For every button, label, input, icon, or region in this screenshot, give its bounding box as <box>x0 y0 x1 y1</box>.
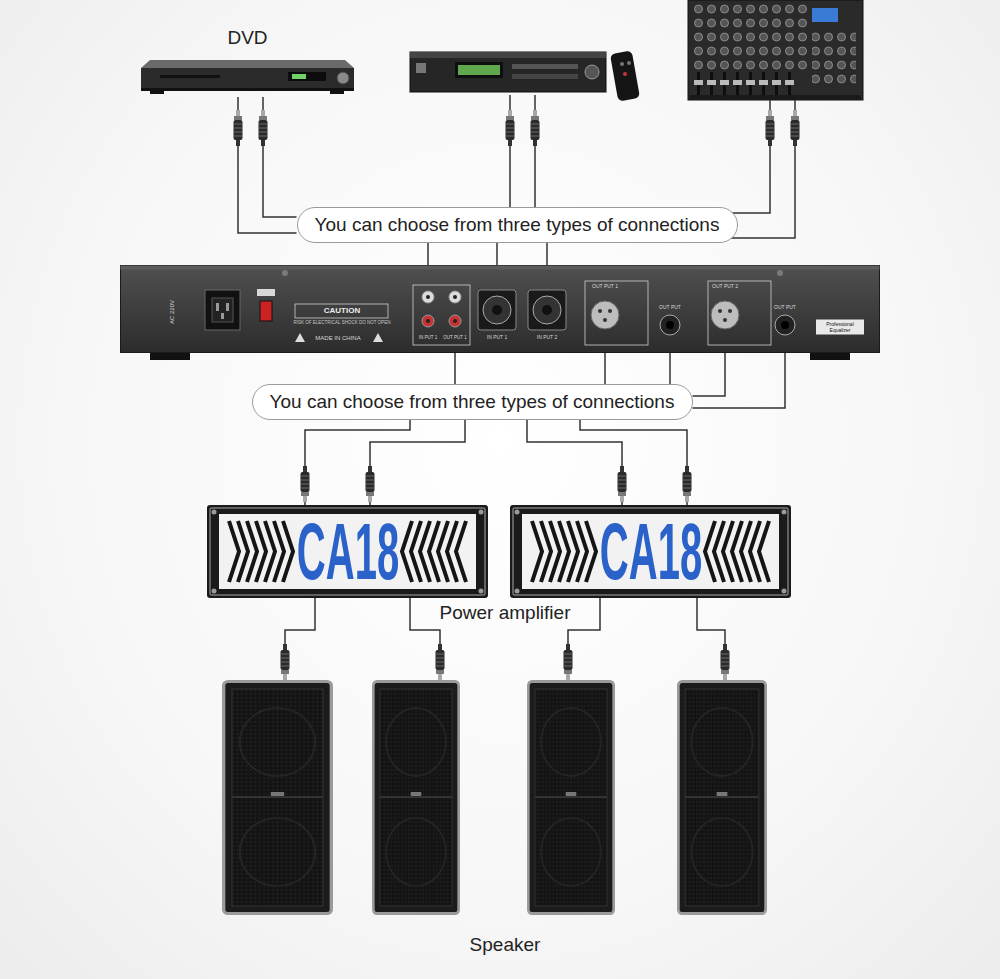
karaoke-processor <box>410 52 606 92</box>
device-label: DVD <box>136 25 359 49</box>
remote-control <box>610 50 640 101</box>
warning-text: RISK OF ELECTRICAL SHOCK DO NOT OPEN <box>294 321 391 326</box>
jack-label: IN PUT 1 <box>487 335 507 341</box>
caution-label: CAUTION <box>324 307 360 316</box>
group-caption: Power amplifier <box>440 602 571 624</box>
jack-label: OUT PUT 1 <box>592 284 618 290</box>
remote-control <box>620 62 624 66</box>
signal-cable <box>285 598 725 680</box>
karaoke-processor <box>585 65 599 79</box>
dvd-player <box>292 74 306 79</box>
group-caption: Speaker <box>470 934 541 956</box>
rca-plug <box>259 110 268 146</box>
power-amplifier: CA18 <box>510 505 791 598</box>
rca-plug <box>531 110 540 146</box>
rca-plug <box>506 110 515 146</box>
dvd-player <box>141 60 354 94</box>
equalizer-feet <box>810 352 850 360</box>
jack-label: OUT PUT <box>659 305 681 311</box>
rca-plug <box>564 644 573 680</box>
dvd-player <box>150 91 164 94</box>
rca-plug <box>721 644 730 680</box>
audio-mixer <box>812 30 856 86</box>
dvd-player <box>160 75 220 78</box>
model-badge: Professional Equalizer <box>816 320 864 335</box>
rca-plug <box>791 110 800 146</box>
karaoke-processor <box>410 52 606 92</box>
karaoke-processor <box>458 65 500 75</box>
callout-text: You can choose from three types of conne… <box>253 385 692 418</box>
rca-plug <box>618 466 627 502</box>
remote-control <box>627 61 631 65</box>
karaoke-processor <box>512 74 578 79</box>
callout-pill: You can choose from three types of conne… <box>252 384 693 420</box>
signal-cable <box>510 95 535 215</box>
audio-mixer <box>692 72 796 96</box>
signal-cable <box>428 243 547 265</box>
dvd-player <box>330 91 344 94</box>
remote-control <box>623 72 627 76</box>
dvd-player <box>141 88 354 91</box>
rca-plug <box>436 644 445 680</box>
speaker-cabinet <box>224 682 332 914</box>
rca-plug <box>683 466 692 502</box>
audio-mixer <box>690 95 861 100</box>
rear-panel-face <box>121 266 880 353</box>
equalizer-feet <box>150 352 190 360</box>
karaoke-processor <box>416 63 426 73</box>
audio-mixer <box>692 2 807 70</box>
amplifier-front <box>510 505 791 598</box>
audio-mixer <box>688 0 863 100</box>
dvd-player <box>141 68 354 90</box>
amplifier-brand: CA18 <box>599 512 701 592</box>
amplifier-brand: CA18 <box>296 512 398 592</box>
signal-cable <box>305 420 465 505</box>
voltage-label: AC 220V <box>169 300 176 324</box>
speaker-cabinet <box>528 682 613 914</box>
karaoke-processor <box>410 52 606 58</box>
karaoke-processor <box>455 62 503 78</box>
jack-label: OUT PUT 1 <box>443 336 466 341</box>
audio-mixer <box>812 8 838 22</box>
rca-plug <box>281 644 290 680</box>
callout-pill: You can choose from three types of conne… <box>297 207 738 243</box>
equalizer-rear-panel: AC 220V CAUTION RISK OF ELECTRICAL SHOCK D… <box>120 265 880 353</box>
dvd-device: DVD <box>136 25 359 97</box>
signal-cable <box>238 97 297 233</box>
callout-text: You can choose from three types of conne… <box>298 208 737 241</box>
jack-label: OUT PUT <box>774 305 796 311</box>
speaker-cabinet <box>678 682 765 914</box>
rca-plug <box>766 110 775 146</box>
karaoke-processor <box>512 64 578 69</box>
dvd-player <box>288 72 326 81</box>
equalizer-feet <box>150 352 850 360</box>
jack-label: IN PUT 2 <box>537 335 557 341</box>
signal-cable <box>730 100 795 238</box>
audio-mixer <box>688 0 863 100</box>
jack-label: OUT PUT 2 <box>712 284 738 290</box>
rca-plug <box>366 466 375 502</box>
power-amplifier: CA18 <box>207 505 488 598</box>
rca-plug <box>234 110 243 146</box>
remote-control <box>610 50 640 101</box>
jack-label: IN PUT 1 <box>419 336 437 341</box>
signal-cable <box>527 420 687 505</box>
dvd-player <box>141 60 354 68</box>
rca-plug <box>301 466 310 502</box>
amplifier-front <box>207 505 488 598</box>
speaker-cabinet <box>224 682 766 914</box>
speaker-cabinet <box>373 682 458 914</box>
dvd-player <box>337 72 349 84</box>
origin-label: MADE IN CHINA <box>315 335 360 342</box>
